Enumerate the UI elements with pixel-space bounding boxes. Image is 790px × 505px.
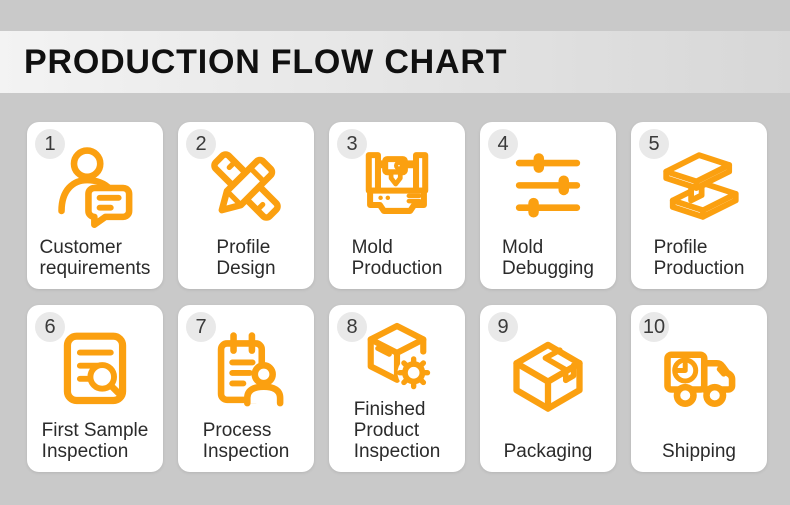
step-number-badge: 10 xyxy=(639,312,669,342)
step-label-line: Profile xyxy=(653,237,708,258)
step-number: 10 xyxy=(642,315,666,338)
step-label-line: Inspection xyxy=(353,441,441,462)
step-label-line: Debugging xyxy=(502,258,594,279)
step-label-line: Packaging xyxy=(503,441,593,462)
step-card: 9 Packaging xyxy=(480,305,616,472)
step-label-line: Mold xyxy=(502,237,544,258)
step-number-badge: 9 xyxy=(488,312,518,342)
step-number-badge: 4 xyxy=(488,129,518,159)
step-label-line: requirements xyxy=(39,258,151,279)
step-number-badge: 3 xyxy=(337,129,367,159)
step-label: Shipping xyxy=(662,441,736,462)
step-number: 1 xyxy=(44,132,56,155)
step-number: 5 xyxy=(648,132,660,155)
step-label-line: Finished xyxy=(353,399,426,420)
step-label-line: Inspection xyxy=(202,441,290,462)
step-label-line: Customer xyxy=(39,237,122,258)
step-number: 3 xyxy=(346,132,358,155)
step-number-badge: 2 xyxy=(186,129,216,159)
step-label-line: Profile xyxy=(216,237,271,258)
step-label-line: Production xyxy=(351,258,443,279)
step-number-badge: 7 xyxy=(186,312,216,342)
header-band: PRODUCTION FLOW CHART xyxy=(0,31,790,93)
step-number-badge: 6 xyxy=(35,312,65,342)
step-number-badge: 8 xyxy=(337,312,367,342)
step-number: 6 xyxy=(44,315,56,338)
step-number: 7 xyxy=(195,315,207,338)
step-label-line: Production xyxy=(653,258,745,279)
step-number: 8 xyxy=(346,315,358,338)
step-label-line: Inspection xyxy=(41,441,129,462)
step-number-badge: 1 xyxy=(35,129,65,159)
step-label-line: Shipping xyxy=(662,441,736,462)
page-title: PRODUCTION FLOW CHART xyxy=(24,42,508,81)
step-label-line: Process xyxy=(202,420,272,441)
step-label-line: Design xyxy=(216,258,276,279)
step-label: Packaging xyxy=(504,441,593,462)
step-number: 2 xyxy=(195,132,207,155)
step-label-line: Mold xyxy=(351,237,393,258)
step-label-line: First Sample xyxy=(41,420,149,441)
step-number: 9 xyxy=(497,315,509,338)
step-number: 4 xyxy=(497,132,509,155)
step-number-badge: 5 xyxy=(639,129,669,159)
step-label-line: Product xyxy=(353,420,420,441)
step-card: 10 Shipping xyxy=(631,305,767,472)
